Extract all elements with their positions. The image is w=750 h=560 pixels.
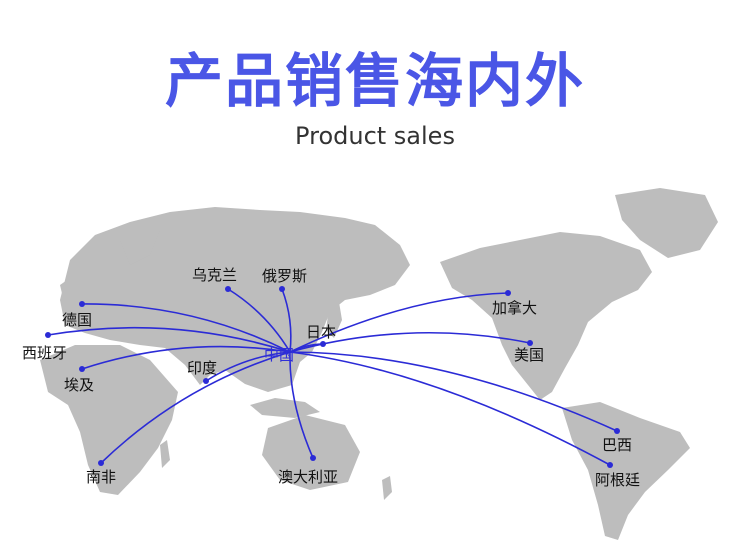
label-south-africa: 南非 [86,468,116,486]
label-india: 印度 [187,359,217,377]
label-japan: 日本 [306,323,336,341]
label-egypt: 埃及 [64,376,94,394]
new-zealand-shape [382,476,392,500]
route-endpoint-dot [505,290,511,296]
land-masses [40,188,718,540]
route-endpoint-dot [79,366,85,372]
route-endpoint-dot [79,301,85,307]
page-subtitle: Product sales [295,122,455,150]
route-dots [45,286,620,468]
route-endpoint-dot [320,341,326,347]
label-brazil: 巴西 [602,436,632,454]
scandinavia-shape [120,225,160,265]
madagascar-shape [160,440,170,468]
indonesia-shape [250,398,320,418]
route-endpoint-dot [98,460,104,466]
route-line [81,303,291,353]
route-line [289,351,618,432]
route-endpoint-dot [45,332,51,338]
route-line [227,288,291,353]
label-argentina: 阿根廷 [595,471,640,489]
greenland-shape [615,188,718,258]
page-title: 产品销售海内外 [164,47,585,115]
north-america-shape [440,232,652,400]
africa-shape [40,345,178,495]
south-america-shape [562,402,690,540]
label-china: 中国 [264,346,294,364]
label-russia: 俄罗斯 [262,267,307,285]
route-lines [47,288,618,466]
route-line [289,351,611,466]
label-canada: 加拿大 [492,299,537,317]
label-usa: 美国 [514,346,544,364]
route-line [81,345,291,370]
label-spain: 西班牙 [22,344,67,362]
route-endpoint-dot [203,378,209,384]
label-ukraine: 乌克兰 [192,266,237,284]
route-line [289,292,509,353]
route-line [205,351,291,382]
route-endpoint-dot [607,462,613,468]
route-line [100,351,291,464]
uk-shape [60,278,74,302]
route-endpoint-dot [527,340,533,346]
route-line [281,288,292,353]
label-australia: 澳大利亚 [278,468,338,486]
route-line [289,351,314,459]
route-endpoint-dot [614,428,620,434]
japan-shape [326,296,342,338]
route-endpoint-dot [310,455,316,461]
destination-labels: 乌克兰 俄罗斯 德国 西班牙 埃及 印度 南非 澳大利亚 日本 加拿大 美国 巴… [22,266,640,489]
route-line [47,326,291,353]
route-endpoint-dot [225,286,231,292]
route-endpoint-dot [279,286,285,292]
label-germany: 德国 [62,311,92,329]
